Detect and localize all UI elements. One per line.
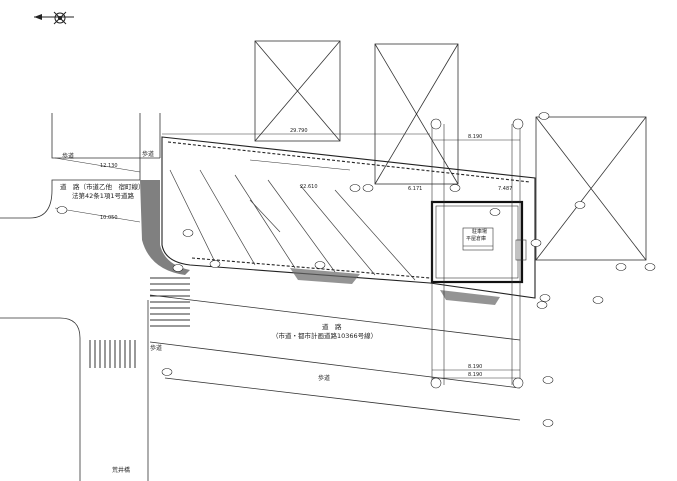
building-header: 駐車場 <box>472 228 487 235</box>
building-title: 平屋倉庫 <box>466 235 486 242</box>
dim-top-overall: 29.790 <box>290 128 308 134</box>
dim-top-right: 8.190 <box>468 134 482 140</box>
sidewalk-bottom-left-label: 歩道 <box>150 344 162 352</box>
road-lower-title: 道 路 <box>322 322 342 331</box>
road-edges <box>0 113 521 481</box>
dim-mid-slope: 22.610 <box>300 184 318 190</box>
lower-strip-hatch <box>290 268 500 305</box>
dim-bottom-1: 8.190 <box>468 364 482 370</box>
crosswalk-right <box>150 277 190 327</box>
dim-road-width-1: 12.130 <box>100 163 118 169</box>
survey-markers <box>56 112 656 427</box>
road-upper-title: 道 路（市道乙他 宿町線） <box>60 182 145 191</box>
sidewalk-corner-label: 歩道 <box>142 150 154 158</box>
neighbor-building-1 <box>254 40 341 142</box>
place-name-label: 荒井橋 <box>112 466 130 474</box>
neighbor-building-2 <box>374 43 459 185</box>
dim-road-width-2: 10.050 <box>100 215 118 221</box>
road-upper-sub: 法第42条1項1号道路 <box>72 191 135 200</box>
neighbor-building-3 <box>535 116 647 261</box>
road-lower-sub: （市道・都市計画道路10366号線） <box>272 331 377 340</box>
north-arrow-icon <box>34 11 74 25</box>
sidewalk-bottom-label: 歩道 <box>318 374 330 382</box>
parking-hatch <box>169 169 416 281</box>
crosswalk-left <box>89 340 136 368</box>
sidewalk-left-label: 歩道 <box>62 152 74 160</box>
corner-sidewalk-hatch <box>140 180 190 275</box>
dim-bottom-2: 8.190 <box>468 372 482 378</box>
grid-lines <box>162 124 521 385</box>
dimension-lines <box>54 157 351 223</box>
dim-side-2: 7.487 <box>498 186 512 192</box>
dim-side-1: 6.171 <box>408 186 422 192</box>
site-boundary <box>161 136 536 299</box>
